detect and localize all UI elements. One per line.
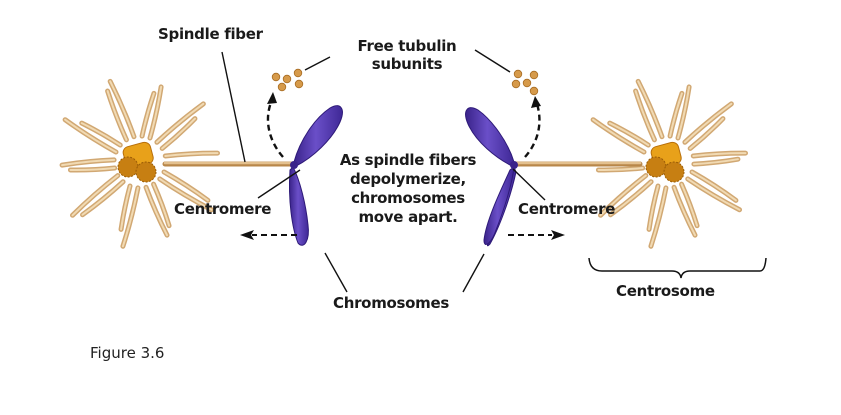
microtubule-ray-highlight: [680, 183, 699, 227]
centromere-leader-left: [257, 169, 301, 199]
main-caption-line2: depolymerize,: [350, 170, 466, 188]
microtubule-ray-highlight: [164, 152, 219, 157]
tubulin-leader-right: [474, 49, 511, 73]
free-tubulin-label-line1: Free tubulin: [357, 37, 457, 55]
tubulin-leader-left: [304, 56, 331, 71]
microtubule-ray-highlight: [592, 118, 645, 154]
microtubule-ray-highlight: [683, 102, 733, 144]
left-depolymerize-arrow: [266, 92, 284, 158]
microtubule-ray-highlight: [106, 90, 128, 141]
microtubule-ray-highlight: [597, 167, 644, 172]
microtubule-ray-highlight: [649, 186, 667, 248]
right-tubulin-subunits: [511, 69, 539, 96]
main-caption-line3: chromosomes: [351, 189, 465, 207]
right-centromere-dot: [510, 161, 518, 169]
microtubule-ray-highlight: [692, 158, 739, 166]
figure-caption: Figure 3.6: [90, 344, 165, 362]
microtubule-ray-highlight: [155, 102, 205, 144]
microtubule-ray-highlight: [608, 122, 650, 147]
microtubule-ray-highlight: [61, 158, 116, 167]
microtubule-ray-highlight: [686, 177, 741, 211]
microtubule-ray-highlight: [71, 174, 119, 217]
right-spindle-fiber: [512, 161, 643, 167]
centromere-leader-right: [512, 168, 546, 201]
microtubule-ray-highlight: [64, 118, 117, 154]
microtubule-ray-highlight: [599, 174, 647, 217]
left-chromosome: [289, 105, 343, 246]
centriole-end: [645, 156, 667, 178]
microtubule-ray-highlight: [148, 85, 163, 139]
chromosome-leader-left: [324, 252, 348, 293]
centriole-end: [663, 161, 685, 183]
centriole-end: [117, 156, 139, 178]
microtubule-ray-highlight: [120, 185, 132, 231]
microtubule-ray-highlight: [109, 80, 135, 138]
microtubule-ray-highlight: [637, 80, 663, 138]
microtubule-ray-highlight: [161, 117, 196, 150]
centrosome-label: Centrosome: [616, 282, 715, 300]
free-tubulin-label-line2: subunits: [371, 55, 443, 73]
left-spindle-fiber: [162, 161, 295, 167]
left-movement-arrow: [240, 230, 297, 240]
microtubule-ray-highlight: [634, 90, 656, 141]
microtubule-ray-highlight: [81, 180, 125, 216]
chromosomes-label: Chromosomes: [333, 294, 449, 312]
microtubule-ray-highlight: [609, 180, 653, 216]
left-centrosome: [59, 78, 220, 249]
microtubule-ray-highlight: [141, 92, 155, 138]
microtubule-ray-highlight: [152, 183, 171, 227]
microtubule-ray-highlight: [69, 167, 116, 172]
right-centrosome: [590, 78, 748, 249]
centromere-label-right: Centromere: [518, 200, 616, 218]
microtubule-ray-highlight: [692, 152, 747, 157]
microtubule-ray-highlight: [673, 186, 697, 237]
leader-lines: [221, 49, 546, 293]
microtubule-ray-highlight: [691, 170, 737, 202]
left-tubulin-subunits: [271, 68, 304, 92]
centrosome-brace: [588, 257, 767, 279]
right-movement-arrow: [508, 230, 565, 240]
main-caption-line1: As spindle fibers: [339, 151, 477, 169]
microtubule-ray-highlight: [163, 170, 209, 202]
microtubule-ray-highlight: [80, 122, 122, 147]
centriole-end: [135, 161, 157, 183]
microtubule-ray-highlight: [669, 92, 683, 138]
main-caption-line4: move apart.: [358, 208, 458, 226]
microtubule-ray-highlight: [648, 185, 660, 231]
microtubule-ray-highlight: [145, 186, 169, 237]
microtubule-ray-highlight: [121, 186, 139, 248]
microtubule-ray-highlight: [676, 85, 691, 139]
centromere-label-left: Centromere: [174, 200, 272, 218]
right-depolymerize-arrow: [524, 96, 541, 158]
microtubule-ray-highlight: [158, 177, 213, 211]
spindle-fiber-label: Spindle fiber: [158, 25, 263, 43]
chromosome-leader-right: [462, 253, 485, 293]
left-centromere-dot: [290, 161, 298, 169]
right-chromosome: [465, 107, 518, 247]
spindle-fiber-leader: [221, 51, 246, 163]
microtubule-ray-highlight: [689, 117, 724, 150]
